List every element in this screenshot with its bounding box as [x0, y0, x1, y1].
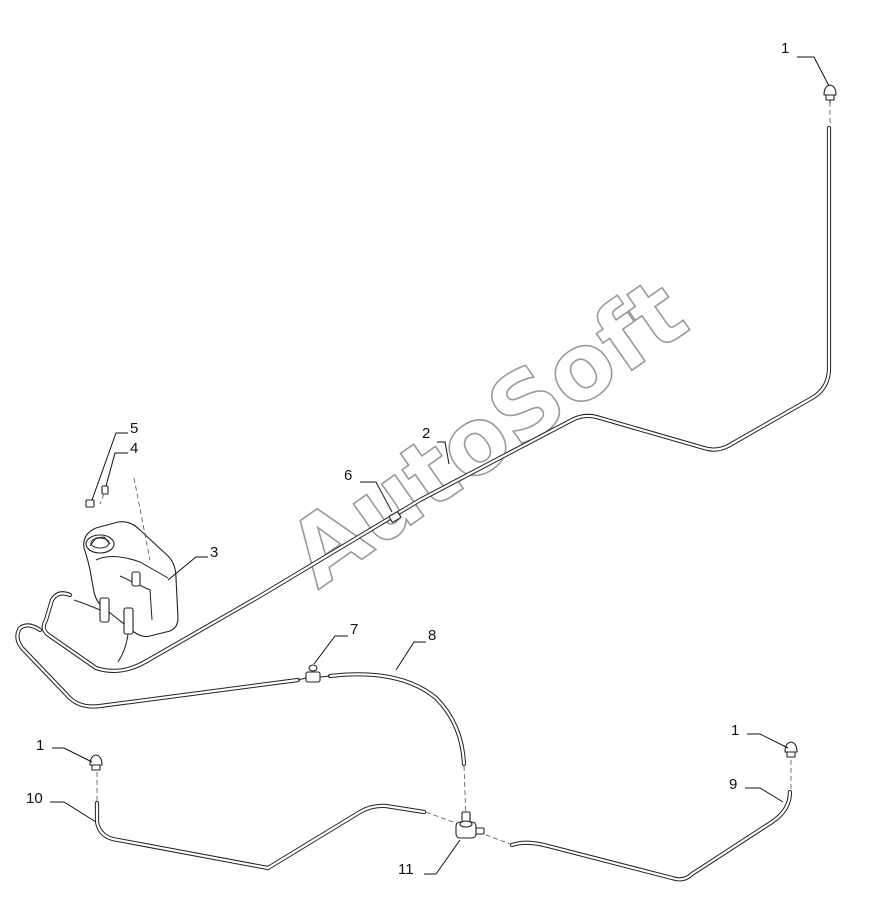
callout-label: 4 [130, 440, 138, 457]
nozzle-left [89, 754, 103, 771]
callout-1-left: 1 [36, 737, 93, 763]
callout-9: 9 [729, 776, 784, 803]
callout-label: 6 [344, 467, 352, 484]
tube-lower-run [15, 623, 301, 709]
washer-reservoir [73, 521, 179, 663]
callout-label: 1 [731, 722, 739, 739]
callout-5: 5 [91, 420, 138, 501]
callout-label: 1 [781, 40, 789, 57]
tube-part-8 [327, 672, 467, 821]
callout-label: 11 [398, 861, 414, 878]
connector-part-6 [388, 511, 402, 523]
bolt-part-5 [85, 477, 151, 561]
callout-2: 2 [422, 425, 450, 465]
nozzle-top [823, 84, 837, 103]
callout-label: 1 [36, 737, 44, 754]
callout-label: 3 [210, 544, 218, 561]
grommet-part-4 [99, 485, 109, 505]
callout-10: 10 [26, 790, 97, 823]
callout-label: 9 [729, 776, 737, 793]
callout-label: 8 [428, 627, 436, 644]
callout-1-right: 1 [731, 722, 789, 749]
callout-6: 6 [344, 467, 393, 513]
callout-7: 7 [313, 621, 358, 665]
connector-part-7 [297, 664, 331, 683]
callout-3: 3 [167, 544, 218, 581]
callout-label: 7 [350, 621, 358, 638]
callout-4: 4 [105, 440, 138, 487]
callout-8: 8 [395, 627, 436, 671]
t-connector-part-11 [455, 811, 485, 839]
callout-1-top: 1 [781, 40, 830, 87]
tube-part-2 [41, 125, 832, 674]
nozzle-right [784, 741, 798, 758]
tube-part-10 [94, 800, 459, 871]
callout-11: 11 [398, 839, 461, 878]
callout-label: 5 [130, 420, 138, 437]
callout-label: 2 [422, 425, 430, 442]
watermark-text: AutoSoft [269, 258, 705, 608]
callout-label: 10 [26, 790, 43, 807]
tube-part-9 [477, 789, 793, 882]
